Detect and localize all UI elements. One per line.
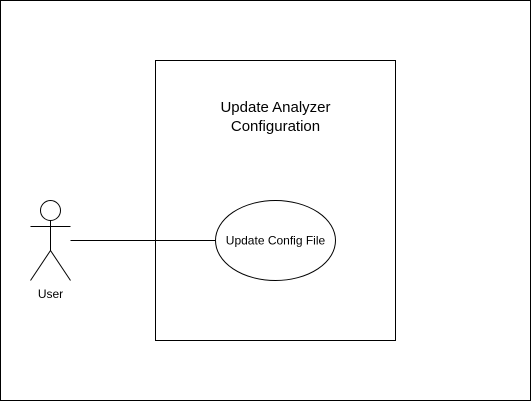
actor-label: User [38, 287, 63, 301]
system-title-line-2: Configuration [231, 118, 320, 135]
actor-head [40, 200, 61, 221]
actor-right-leg [50, 250, 71, 281]
actor-user[interactable] [30, 200, 71, 281]
use-case-ellipse[interactable] [215, 200, 336, 281]
actor-left-leg [30, 250, 51, 281]
use-case-update-config-file[interactable]: Update Config File [215, 200, 336, 281]
use-case-label: Update Config File [226, 234, 326, 248]
system-title-line-1: Update Analyzer [220, 99, 330, 116]
